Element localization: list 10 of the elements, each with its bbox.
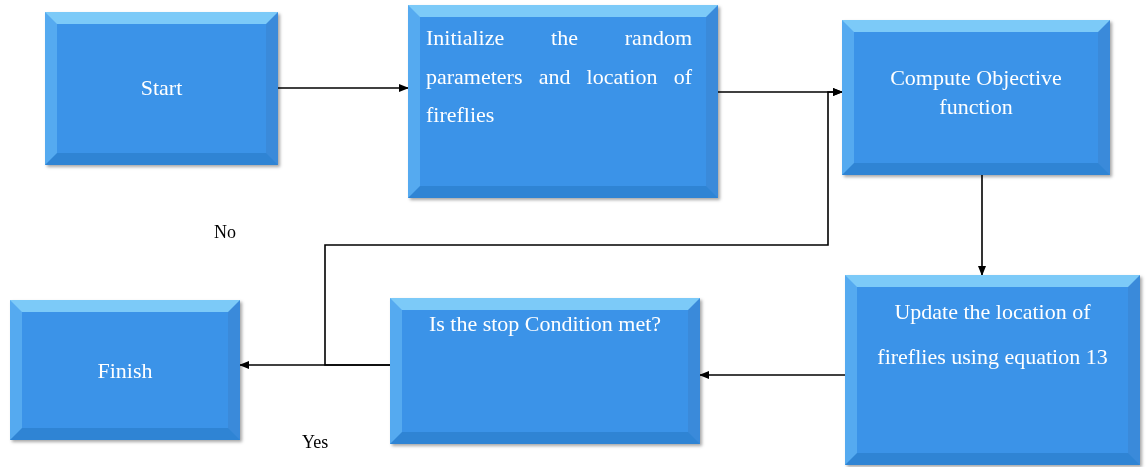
arrow [324, 88, 843, 366]
arrow [277, 84, 409, 92]
arrow [978, 174, 986, 276]
process-box: Initialize the random parameters and location of fireflies [408, 5, 718, 198]
arrow [699, 371, 846, 379]
process-box: Is the stop Condition met? [390, 298, 700, 444]
process-box: Start [45, 12, 278, 165]
process-box: Update the location of fireflies using equation 13 [845, 275, 1140, 465]
process-box: Finish [10, 300, 240, 440]
process-box: Compute Objective function [842, 20, 1110, 175]
